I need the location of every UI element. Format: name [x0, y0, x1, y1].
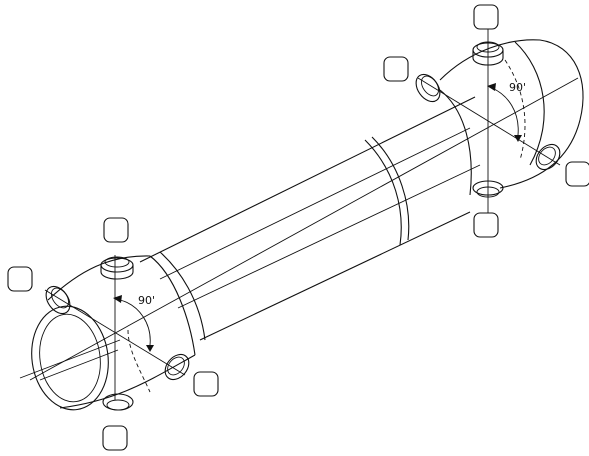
nozzle-right-bottom [472, 180, 504, 198]
nozzle-right-top [472, 41, 504, 66]
left-header-body [47, 251, 206, 409]
callout-balloon-left-top[interactable] [103, 217, 129, 243]
nozzle-left-bottom [102, 393, 134, 411]
nozzle-left-top [100, 256, 134, 280]
main-shell [29, 77, 579, 381]
left-pipe-end [19, 305, 121, 411]
callout-balloon-right-front[interactable] [565, 161, 589, 187]
right-centerlines [417, 25, 561, 215]
callout-balloon-right-side[interactable] [383, 56, 409, 82]
callout-balloon-right-top[interactable] [473, 4, 499, 30]
angle-label-right: 90' [509, 81, 526, 94]
angle-arc-left [113, 295, 154, 352]
angle-arc-right [487, 83, 522, 142]
right-header-body [439, 39, 584, 196]
nozzle-right-front [535, 143, 561, 171]
nozzle-left-front [164, 353, 190, 381]
angle-label-left: 90' [138, 294, 155, 307]
nozzle-left-side [45, 285, 71, 315]
callout-balloon-right-bottom[interactable] [473, 212, 499, 238]
callout-balloon-left-bottom[interactable] [102, 425, 128, 451]
callout-balloon-left-front[interactable] [193, 371, 219, 397]
callout-balloon-left-side[interactable] [7, 266, 33, 292]
nozzle-right-side [415, 73, 441, 103]
